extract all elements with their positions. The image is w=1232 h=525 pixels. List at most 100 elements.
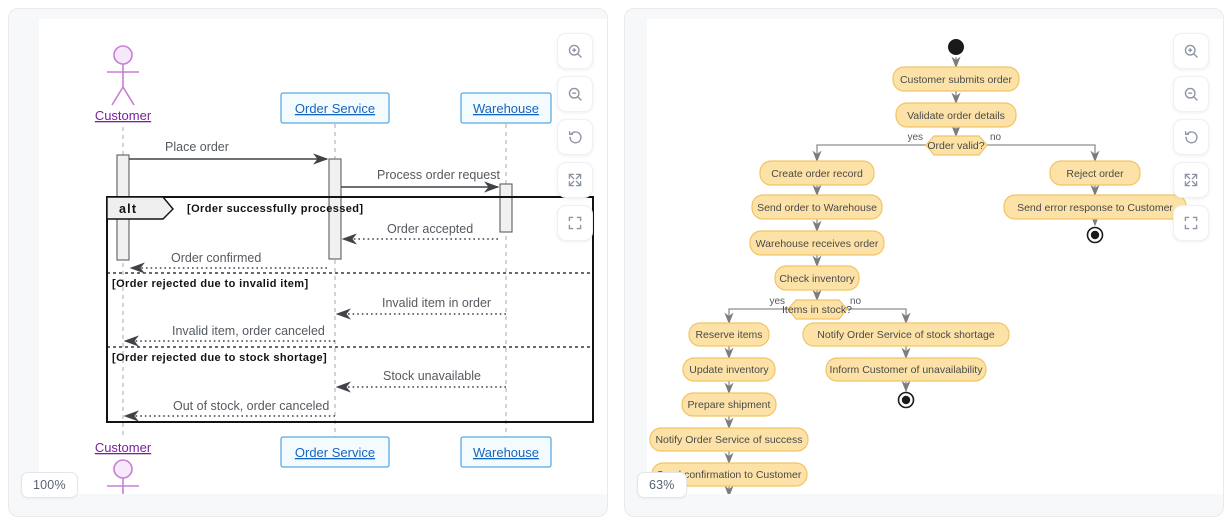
participant-order-service-bottom[interactable]: Order Service <box>280 436 390 468</box>
participant-warehouse-top[interactable]: Warehouse <box>460 92 552 124</box>
guard-label-no-2: no <box>850 296 862 307</box>
action-node-warehouse-receives-order[interactable]: Warehouse receives order <box>749 230 885 256</box>
zoom-out-icon <box>1184 87 1198 101</box>
participant-warehouse-bottom[interactable]: Warehouse <box>460 436 552 468</box>
action-node-send-error-response-to-customer[interactable]: Send error response to Customer <box>1003 194 1187 220</box>
zoom-out-icon <box>568 87 582 101</box>
action-label: Notify Order Service of stock shortage <box>817 329 995 341</box>
action-label: Validate order details <box>907 110 1005 122</box>
actor-label-customer-top: Customer <box>95 108 152 123</box>
sequence-diagram-svg: Customer Order Service Warehouse <box>95 45 594 494</box>
fragment-condition-2: [Order rejected due to invalid item] <box>112 278 309 290</box>
message-process-order-request: Process order request <box>341 168 501 193</box>
action-node-update-inventory[interactable]: Update inventory <box>682 357 776 382</box>
sequence-diagram-panel: Customer Order Service Warehouse <box>8 8 608 517</box>
activation-warehouse <box>499 183 513 233</box>
reset-view-button[interactable] <box>1173 119 1209 155</box>
activity-diagram-svg: Customer submits order Validate order de… <box>649 39 1187 494</box>
participant-label-order-service-top: Order Service <box>295 101 375 116</box>
zoom-out-button[interactable] <box>1173 76 1209 112</box>
combined-fragment-alt: alt [Order successfully processed] [Orde… <box>106 196 594 423</box>
edge-d1-no <box>985 144 1100 163</box>
guard-label-no-1: no <box>990 132 1002 143</box>
sequence-zoom-level[interactable]: 100% <box>21 472 78 498</box>
action-node-customer-submits-order[interactable]: Customer submits order <box>892 66 1020 92</box>
fit-to-screen-button[interactable] <box>557 205 593 241</box>
edge-d2-yes <box>724 308 790 325</box>
edge-d1-yes <box>812 144 928 163</box>
message-out-of-stock-order-canceled: Out of stock, order canceled <box>123 399 335 422</box>
fit-icon <box>568 216 582 230</box>
reset-view-button[interactable] <box>557 119 593 155</box>
decision-node-order-valid[interactable]: Order valid? <box>925 135 988 156</box>
action-label: Notify Order Service of success <box>655 434 802 446</box>
fragment-operator-label: alt <box>119 202 137 216</box>
message-label-8: Out of stock, order canceled <box>173 399 329 413</box>
action-node-prepare-shipment[interactable]: Prepare shipment <box>681 392 777 417</box>
edge-d2-no <box>846 308 911 325</box>
message-order-confirmed: Order confirmed <box>129 251 327 274</box>
message-label-7: Stock unavailable <box>383 369 481 383</box>
action-label: Send confirmation to Customer <box>657 469 802 481</box>
action-label: Reject order <box>1066 168 1124 180</box>
action-node-inform-customer-of-unavailability[interactable]: Inform Customer of unavailability <box>825 357 987 382</box>
zoom-in-button[interactable] <box>1173 33 1209 69</box>
participant-order-service-top[interactable]: Order Service <box>280 92 390 124</box>
action-label: Warehouse receives order <box>756 238 879 250</box>
action-node-reject-order[interactable]: Reject order <box>1049 160 1141 186</box>
decision-label: Items in stock? <box>782 304 852 316</box>
zoom-in-button[interactable] <box>557 33 593 69</box>
decision-node-items-in-stock[interactable]: Items in stock? <box>782 299 852 320</box>
initial-node <box>948 39 964 55</box>
final-node-2 <box>897 391 915 409</box>
fit-to-screen-button[interactable] <box>1173 205 1209 241</box>
participant-label-order-service-bottom: Order Service <box>295 445 375 460</box>
action-node-notify-order-service-of-stock-shortage[interactable]: Notify Order Service of stock shortage <box>802 322 1010 347</box>
expand-icon <box>568 173 582 187</box>
action-label: Reserve items <box>695 329 762 341</box>
action-node-reserve-items[interactable]: Reserve items <box>688 322 770 347</box>
participant-label-warehouse-bottom: Warehouse <box>473 445 539 460</box>
action-label: Check inventory <box>779 273 855 285</box>
actor-customer-top[interactable]: Customer <box>95 45 152 123</box>
sequence-diagram-canvas[interactable]: Customer Order Service Warehouse <box>39 19 607 494</box>
message-label-3: Order accepted <box>387 222 473 236</box>
expand-icon <box>1184 173 1198 187</box>
message-label-1: Place order <box>165 140 229 154</box>
action-node-check-inventory[interactable]: Check inventory <box>774 265 860 291</box>
action-node-create-order-record[interactable]: Create order record <box>759 160 875 186</box>
message-label-6: Invalid item, order canceled <box>172 324 325 338</box>
zoom-out-button[interactable] <box>557 76 593 112</box>
fragment-condition-3: [Order rejected due to stock shortage] <box>112 352 327 364</box>
action-node-notify-order-service-of-success[interactable]: Notify Order Service of success <box>649 427 809 452</box>
action-label: Update inventory <box>689 364 769 376</box>
guard-label-yes-2: yes <box>769 296 785 307</box>
actor-customer-bottom[interactable]: Customer <box>95 440 152 494</box>
message-invalid-item-order-canceled: Invalid item, order canceled <box>123 324 335 347</box>
decision-label: Order valid? <box>927 140 984 152</box>
activity-diagram-panel: Customer submits order Validate order de… <box>624 8 1224 517</box>
reset-icon <box>568 130 582 143</box>
message-label-4: Order confirmed <box>171 251 261 265</box>
message-order-accepted: Order accepted <box>341 222 498 245</box>
zoom-in-icon <box>568 44 582 58</box>
message-label-5: Invalid item in order <box>382 296 491 310</box>
fragment-operator-tab <box>106 196 174 220</box>
action-label: Send error response to Customer <box>1017 202 1173 214</box>
action-label: Inform Customer of unavailability <box>830 364 984 376</box>
activity-diagram-toolbar <box>1173 33 1209 241</box>
fit-icon <box>1184 216 1198 230</box>
final-node-1 <box>1086 226 1104 244</box>
action-node-validate-order-details[interactable]: Validate order details <box>895 102 1017 128</box>
expand-button[interactable] <box>1173 162 1209 198</box>
fragment-condition-1: [Order successfully processed] <box>187 203 363 215</box>
participant-label-warehouse-top: Warehouse <box>473 101 539 116</box>
message-label-2: Process order request <box>377 168 501 182</box>
activity-zoom-level[interactable]: 63% <box>637 472 687 498</box>
action-node-send-confirmation-to-customer[interactable]: Send confirmation to Customer <box>651 462 808 487</box>
expand-button[interactable] <box>557 162 593 198</box>
actor-label-customer-bottom: Customer <box>95 440 152 455</box>
action-node-send-order-to-warehouse[interactable]: Send order to Warehouse <box>751 194 883 220</box>
activity-diagram-canvas[interactable]: Customer submits order Validate order de… <box>647 19 1223 494</box>
